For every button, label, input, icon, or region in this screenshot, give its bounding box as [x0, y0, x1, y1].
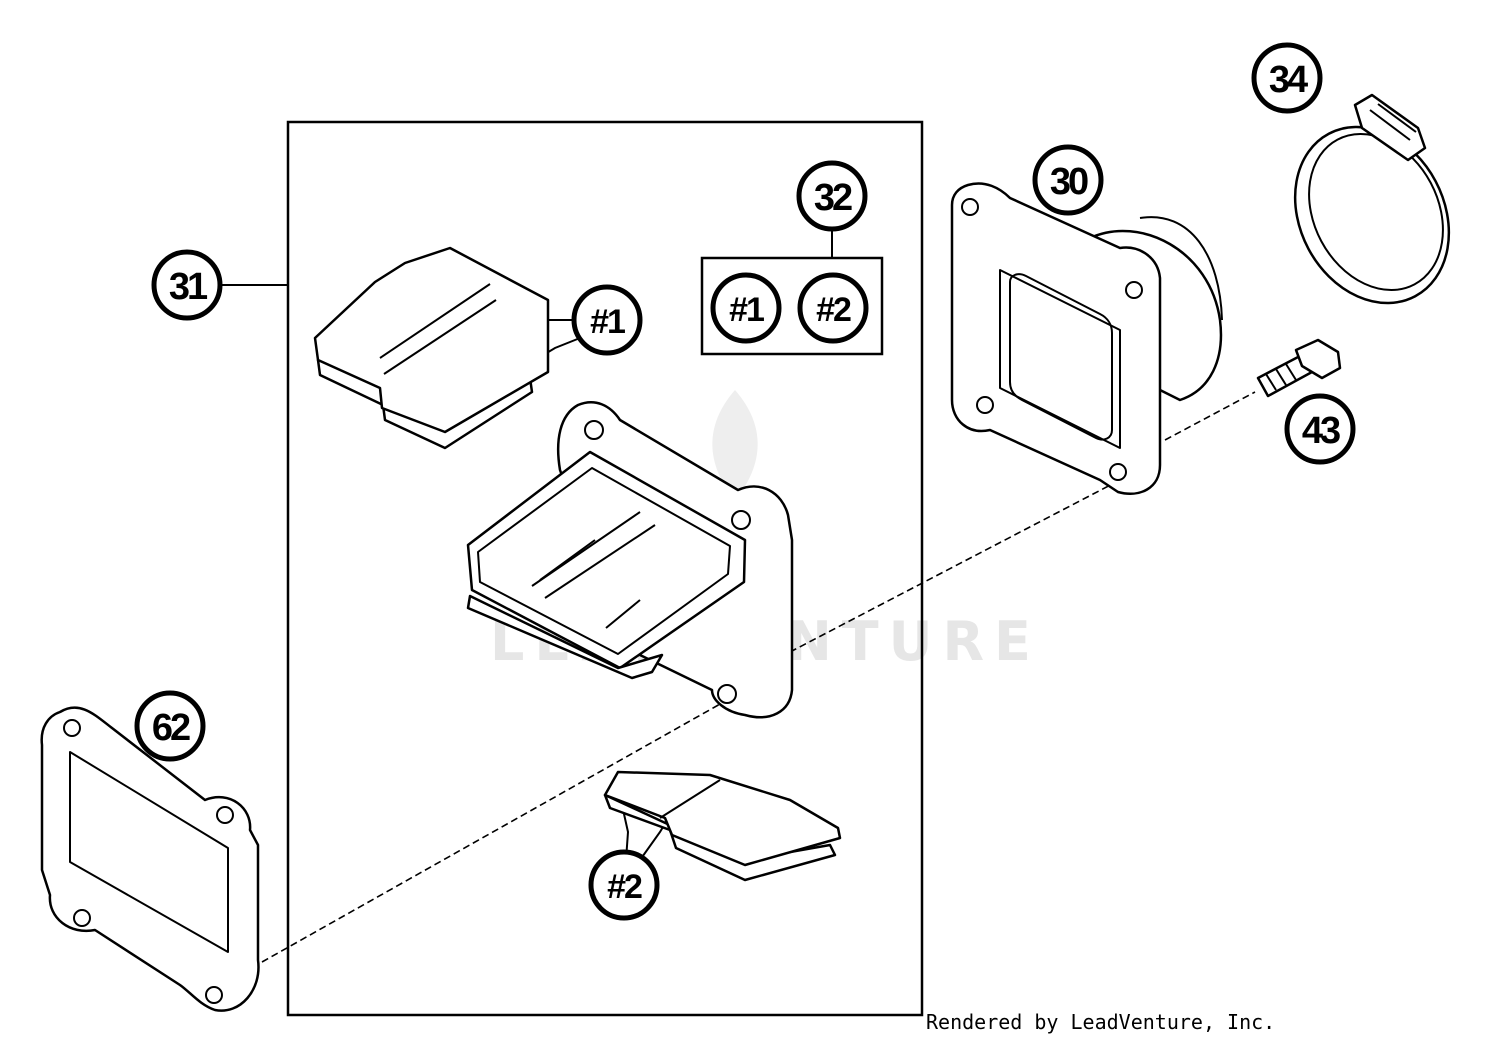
callout-31-label: 31: [169, 266, 208, 308]
callout-62-label: 62: [152, 707, 190, 749]
reed-petals-1: [313, 246, 550, 450]
callout-31: 31: [151, 249, 223, 321]
callout-1-label: #1: [590, 303, 625, 341]
callout-43: 43: [1284, 393, 1356, 465]
callout-1-sub: #1: [710, 272, 782, 344]
intake-flange-part-30: [950, 182, 1223, 495]
hose-clamp-part-34: [1293, 93, 1451, 305]
kit-box: [286, 120, 924, 1017]
reed-petals-2: [603, 770, 842, 882]
callout-2-sub: #2: [797, 272, 869, 344]
callout-2-label: #2: [607, 868, 642, 906]
callout-2-sub-label: #2: [816, 291, 851, 329]
sub-kit-box: [700, 256, 884, 356]
callout-34-label: 34: [1269, 59, 1308, 101]
callout-34: 34: [1251, 42, 1323, 114]
credit-text: Rendered by LeadVenture, Inc.: [926, 1010, 1276, 1034]
reed-valve-body: [466, 401, 794, 719]
callout-2: #2: [588, 849, 660, 921]
callout-1-sub-label: #1: [729, 291, 764, 329]
callout-43-label: 43: [1302, 410, 1340, 452]
bolt-part-43: [1256, 338, 1342, 398]
assembly-axis: [261, 391, 1256, 963]
callout-1: #1: [571, 284, 643, 356]
callout-32: 32: [796, 160, 868, 232]
gasket-part-62: [40, 706, 260, 1012]
callout-30-label: 30: [1050, 161, 1088, 203]
callout-30: 30: [1032, 144, 1104, 216]
callout-62: 62: [134, 690, 206, 762]
callout-32-label: 32: [814, 177, 852, 219]
